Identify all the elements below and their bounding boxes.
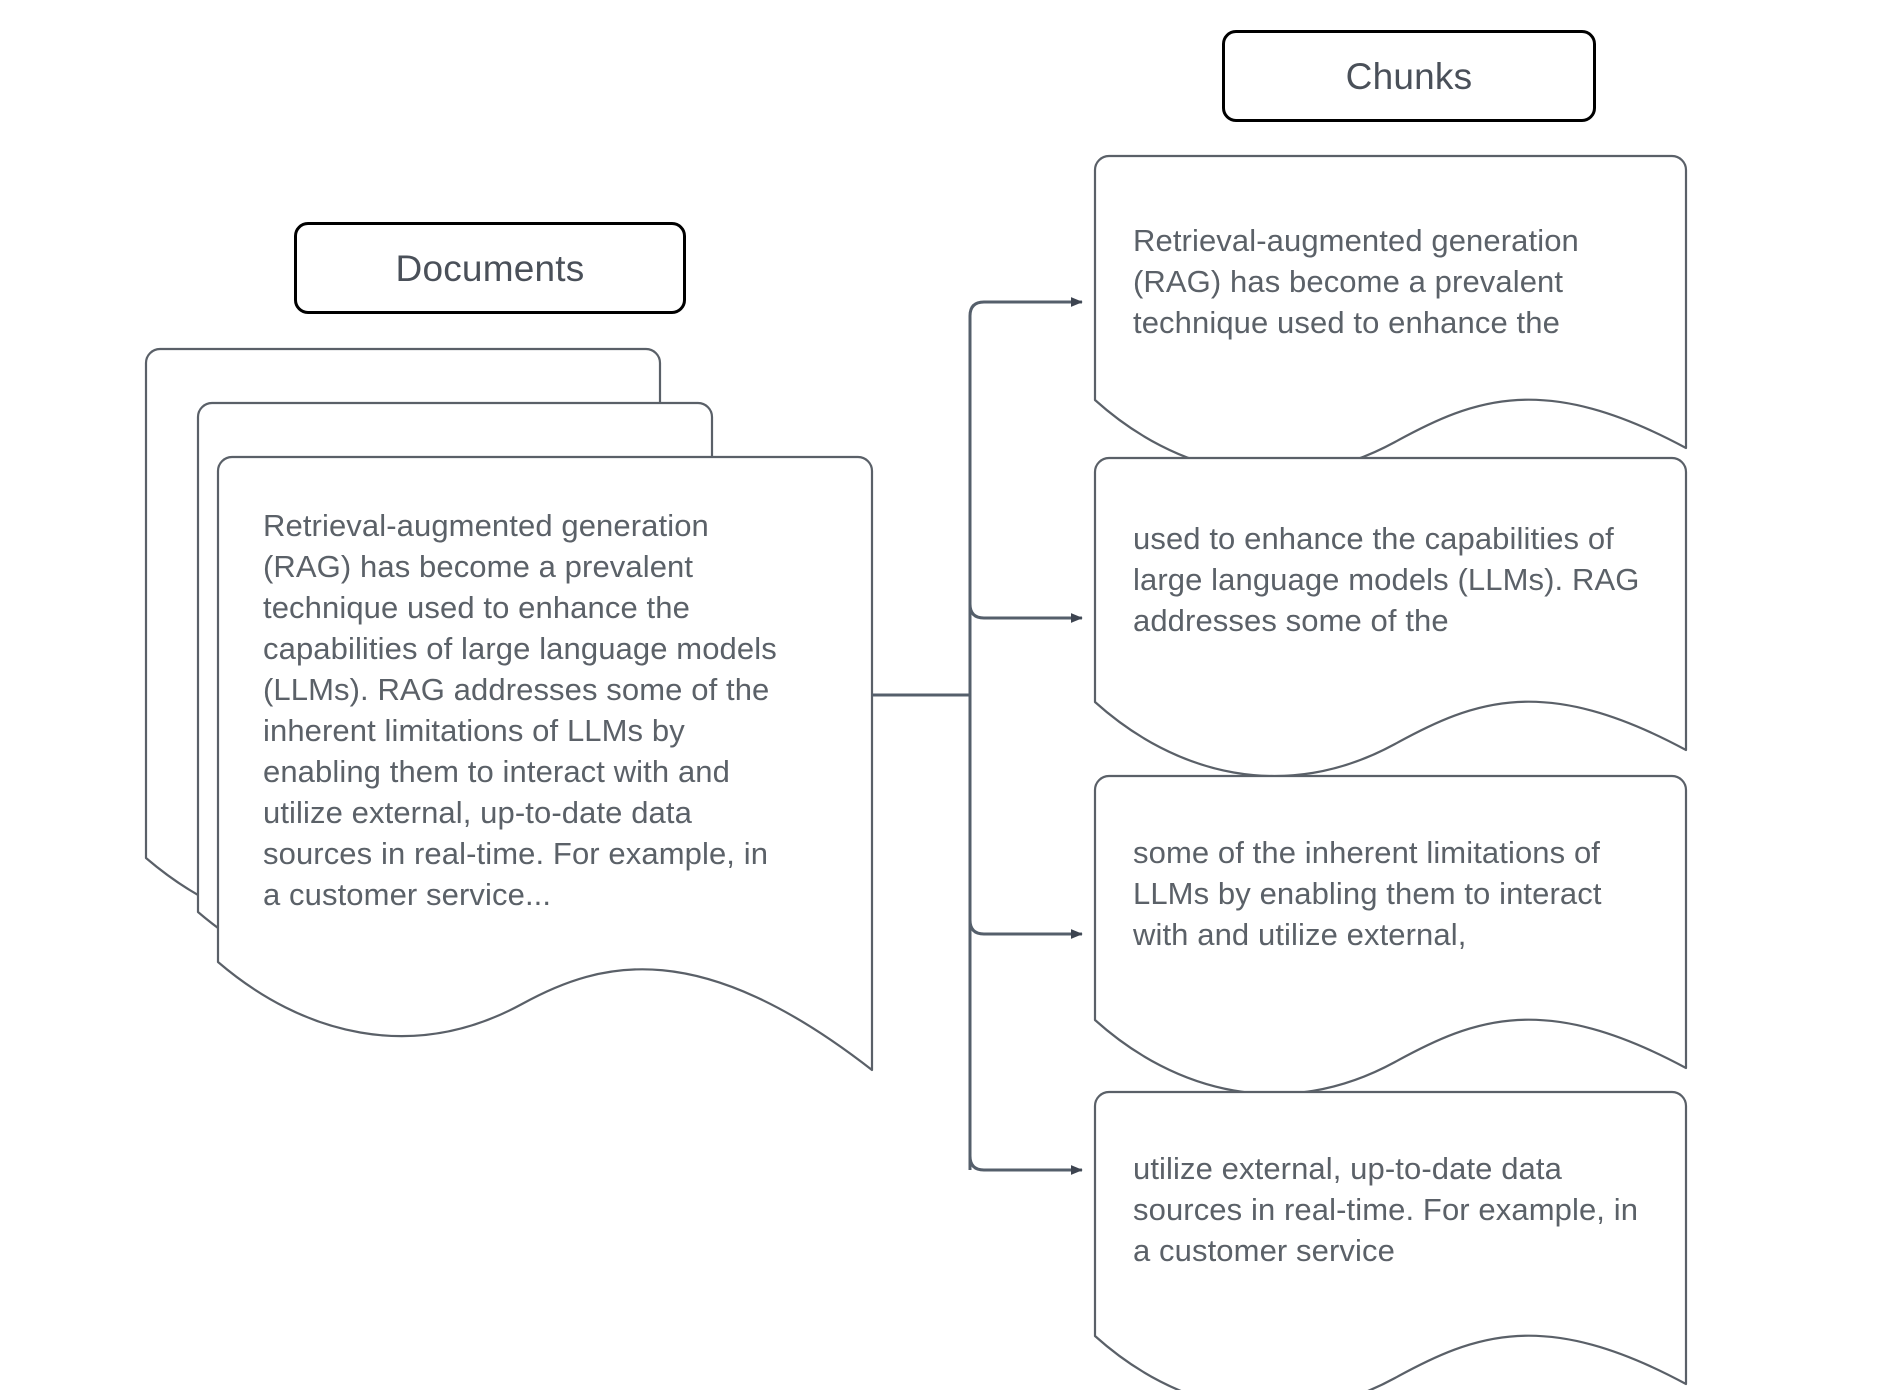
chunk-1-body-text: Retrieval-augmented generation (RAG) has… xyxy=(1133,223,1579,340)
chunk-4-body-text: utilize external, up-to-date data source… xyxy=(1133,1151,1639,1268)
connector-arrow-chunk-4 xyxy=(968,1142,1083,1175)
connector-arrow-chunk-2 xyxy=(968,590,1083,623)
connector-arrow-chunk-3 xyxy=(968,906,1083,939)
documents-title-box[interactable]: Documents xyxy=(294,222,686,314)
chunk-3-body-text: some of the inherent limitations of LLMs… xyxy=(1133,835,1602,952)
chunks-title-label: Chunks xyxy=(1345,55,1473,97)
chunks-title-box[interactable]: Chunks xyxy=(1222,30,1596,122)
document-body-text: Retrieval-augmented generation (RAG) has… xyxy=(263,508,777,912)
chunk-2-body-text: used to enhance the capabilities of larg… xyxy=(1133,521,1640,638)
connector-arrow-chunk-1 xyxy=(968,297,1083,330)
documents-title-label: Documents xyxy=(395,247,585,289)
